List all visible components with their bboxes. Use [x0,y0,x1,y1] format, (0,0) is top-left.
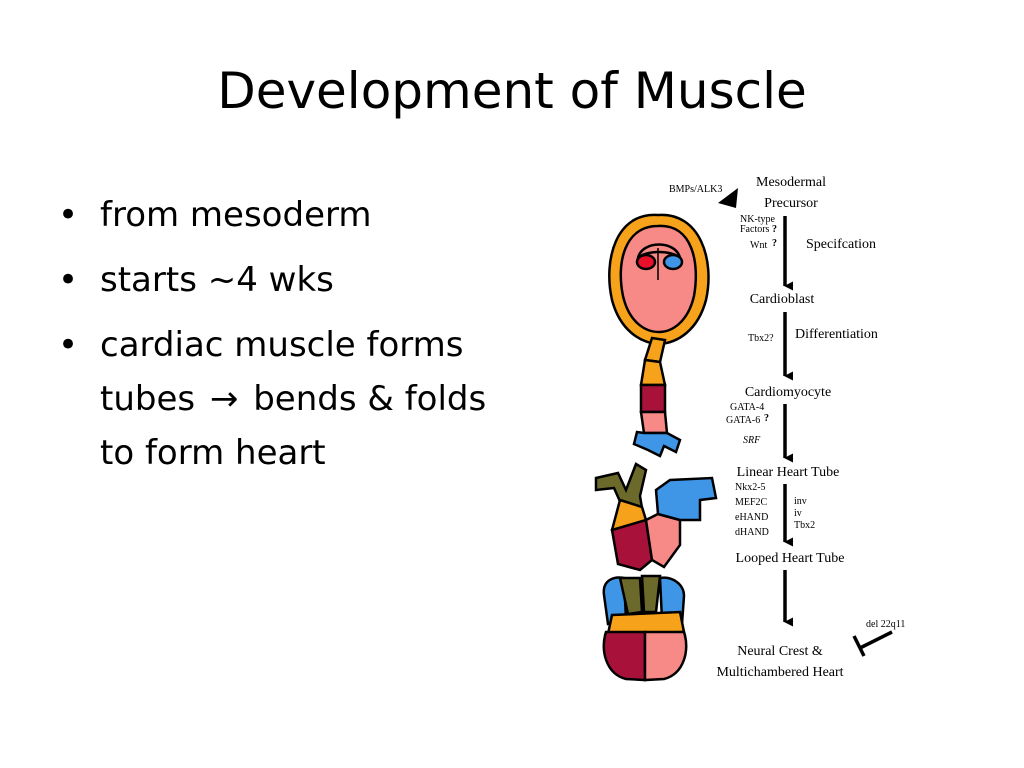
tube-ventricle-segment [639,383,667,414]
right-arrow-icon: → [209,379,239,419]
stage-label-multichambered: Multichambered Heart [716,665,843,680]
atrial-band-orange [606,610,686,636]
signal-gata4: GATA-4 [730,402,764,413]
left-atrium-blue [602,576,628,626]
signal-iv: iv [794,508,802,519]
signal-ehand: eHAND [735,512,768,523]
signal-nkx25: Nkx2-5 [735,482,766,493]
multichambered-heart-illustration [602,574,688,682]
stage-labels: Mesodermal Precursor Cardioblast Cardiom… [716,175,844,680]
signal-question-mark: ? [772,224,777,235]
signal-question-mark: ? [772,238,777,249]
signal-bmps: BMPs/ALK3 [669,184,722,195]
looped-neural-crest-segment [594,462,648,510]
bullet-text: starts ~4 wks [100,260,334,300]
bullet-list: from mesoderm starts ~4 wks cardiac musc… [58,188,528,491]
bullet-item: cardiac muscle forms tubes → bends & fol… [58,318,528,480]
inhibition-bar-icon [852,630,893,657]
looped-left-ventricle [610,518,654,572]
signal-nk-type: NK-type [740,214,776,225]
signal-srf: SRF [743,435,761,446]
right-heart-field [662,253,684,271]
bmps-arrowhead-icon [718,188,738,208]
signal-dhand: dHAND [735,527,769,538]
signal-tbx2: Tbx2? [748,333,774,344]
linear-heart-tube-illustration [632,336,682,458]
bullet-text: from mesoderm [100,195,372,235]
stage-label-cardiomyocyte: Cardiomyocyte [745,385,831,400]
looped-heart-tube-illustration [594,462,718,572]
right-ventricle-pink [643,630,688,682]
pulmonary-trunk-olive [640,574,662,614]
signal-tbx2b: Tbx2 [794,520,815,531]
stage-label-linear-tube: Linear Heart Tube [737,465,840,480]
signal-wnt: Wnt [750,240,767,251]
tube-outflow-segment [632,430,682,458]
bullet-text: cardiac muscle forms tubes [100,325,464,419]
aorta-olive [618,576,644,616]
process-labels: Specifcation Differentiation [795,237,878,342]
tube-bulbus-segment [639,410,669,435]
bullet-text: bends & folds to form heart [100,379,487,473]
signal-del22q11: del 22q11 [866,619,905,630]
signal-inv: inv [794,496,807,507]
left-ventricle-maroon [602,630,647,682]
signal-labels: BMPs/ALK3 NK-type Factors ? Wnt ? Tbx2? … [669,184,905,630]
stage-label-looped-tube: Looped Heart Tube [736,551,845,566]
tube-atrial-segment [639,358,667,387]
signal-gata6: GATA-6 [726,415,760,426]
slide-title: Development of Muscle [217,62,807,120]
looped-right-ventricle [644,512,682,569]
signal-question-mark: ? [764,413,769,424]
signal-mef2c: MEF2C [735,497,768,508]
process-label-differentiation: Differentiation [795,327,878,342]
embryo-disc-illustration [608,213,710,346]
left-heart-field [635,253,657,271]
stage-label-precursor: Precursor [764,196,818,211]
bullet-item: starts ~4 wks [58,253,528,307]
stage-label-cardioblast: Cardioblast [750,292,815,307]
signal-factors: Factors [740,224,770,235]
process-label-specification: Specifcation [806,237,876,252]
stage-label-neural-crest: Neural Crest & [737,644,823,659]
stage-label-mesodermal: Mesodermal [756,175,826,190]
bullet-item: from mesoderm [58,188,528,242]
looped-outflow-segment [654,476,718,522]
